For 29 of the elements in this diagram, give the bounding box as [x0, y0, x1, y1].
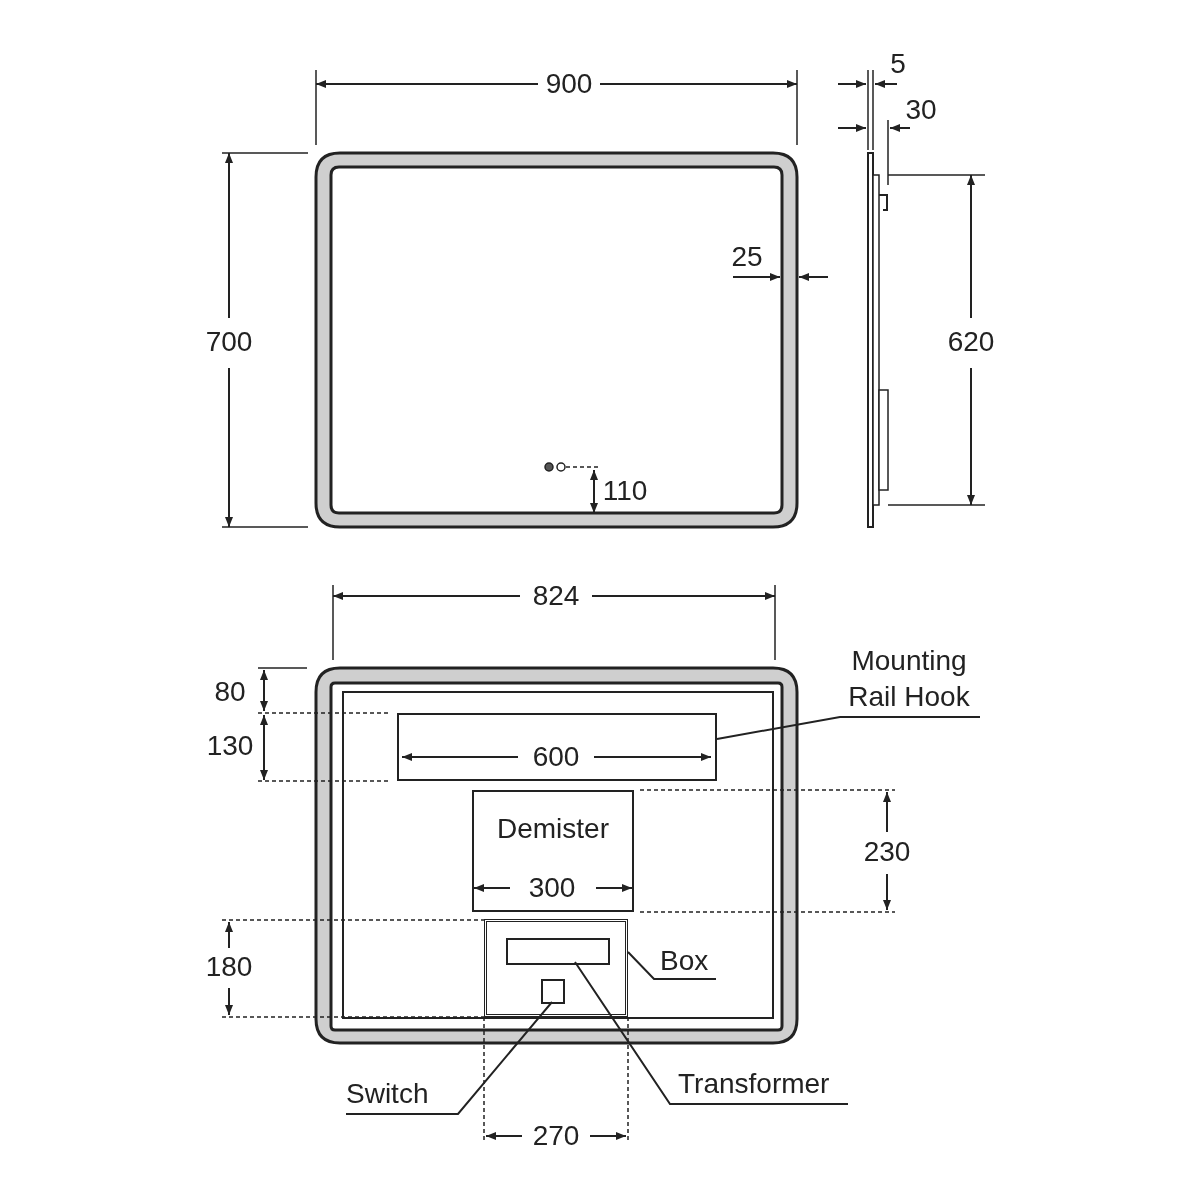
callout-label: Switch: [346, 1076, 442, 1112]
callout-label: Box: [660, 943, 716, 979]
dimension-label: 300: [528, 873, 576, 903]
transformer-block: [506, 938, 610, 965]
leader-line: [627, 951, 717, 980]
dimension-label: 180: [205, 952, 253, 982]
mounting-rail: [397, 713, 717, 781]
dimension-label: 30: [905, 95, 937, 125]
dimension-label: 900: [545, 69, 593, 99]
dimension-label: 824: [532, 581, 580, 611]
callout-label: Transformer: [678, 1066, 848, 1102]
dimension-label: 700: [205, 327, 253, 357]
dimension-label: 270: [532, 1121, 580, 1151]
dimension-label: 130: [206, 731, 254, 761]
dimension-label: 230: [863, 837, 911, 867]
part-label: Demister: [496, 812, 610, 846]
demister-pad: [472, 790, 634, 912]
dimension-label: 25: [731, 242, 763, 272]
dimension-label: 620: [947, 327, 995, 357]
leader-line: [716, 716, 981, 740]
dimension-label: 600: [532, 742, 580, 772]
junction-box: [484, 919, 628, 1017]
dimension-label: 80: [214, 677, 246, 707]
dimension-label: 5: [890, 49, 906, 79]
leader-line: [345, 1001, 553, 1115]
leader-line: [574, 961, 849, 1105]
callout-label: Mounting Rail Hook: [838, 643, 980, 715]
switch-block: [541, 979, 565, 1004]
dimension-label: 110: [602, 476, 648, 506]
